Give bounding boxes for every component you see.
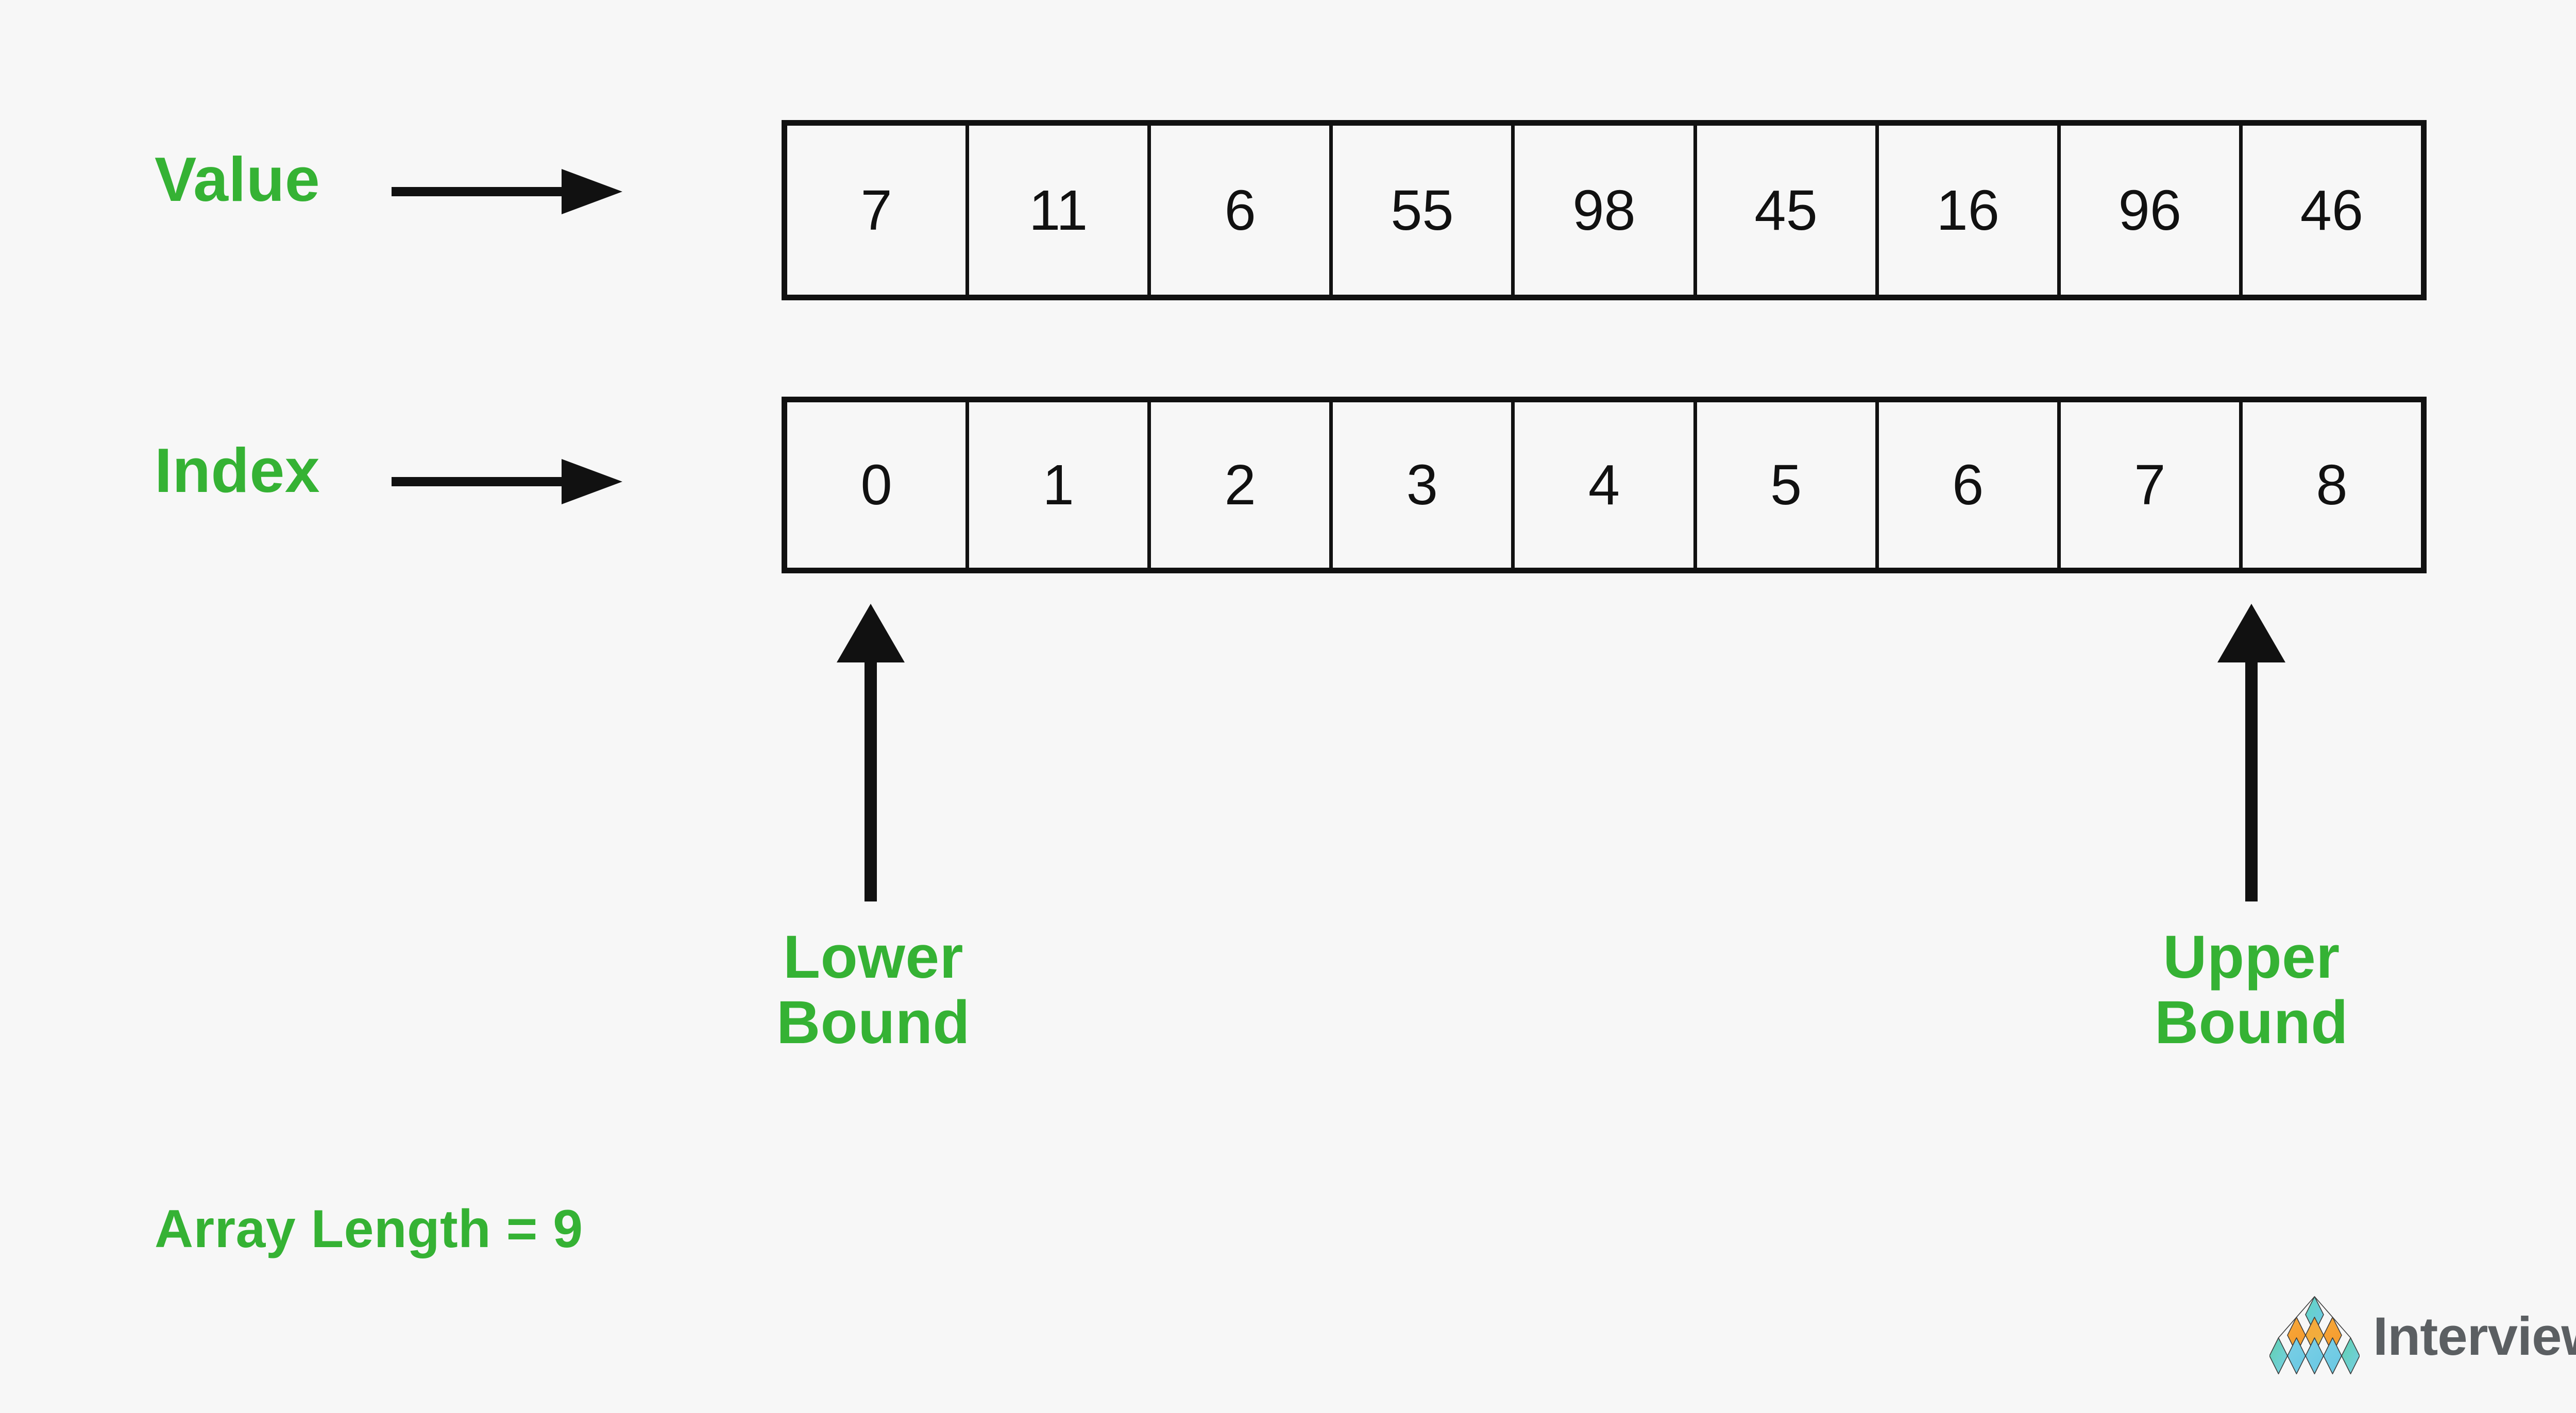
logo-wordmark: InterviewBit xyxy=(2373,1309,2576,1364)
index-cell-4[interactable]: 4 xyxy=(1515,402,1697,568)
index-cell-0[interactable]: 0 xyxy=(787,402,970,568)
value-cell-1[interactable]: 11 xyxy=(969,126,1151,295)
index-cell-7[interactable]: 7 xyxy=(2061,402,2243,568)
index-cell-3[interactable]: 3 xyxy=(1333,402,1515,568)
index-cell-5[interactable]: 5 xyxy=(1697,402,1879,568)
value-cell-7[interactable]: 96 xyxy=(2061,126,2243,295)
diamond-pyramid-icon xyxy=(2269,1296,2360,1374)
array-length-caption: Array Length = 9 xyxy=(155,1199,583,1259)
index-cell-8[interactable]: 8 xyxy=(2316,453,2348,517)
value-cell-0[interactable]: 7 xyxy=(787,126,970,295)
value-cell-3[interactable]: 55 xyxy=(1333,126,1515,295)
value-label: Value xyxy=(155,144,320,214)
index-array: 0 1 2 3 4 5 6 7 8 xyxy=(782,397,2427,573)
value-cell-6[interactable]: 16 xyxy=(1879,126,2061,295)
value-array: 7 11 6 55 98 45 16 96 46 xyxy=(782,120,2427,300)
value-arrow-right-icon xyxy=(392,169,622,214)
value-cell-8[interactable]: 46 xyxy=(2300,178,2364,242)
lower-bound-arrow-up-icon xyxy=(837,604,905,901)
value-cell-5[interactable]: 45 xyxy=(1697,126,1879,295)
index-label: Index xyxy=(155,435,320,505)
upper-bound-arrow-up-icon xyxy=(2217,604,2285,901)
index-arrow-right-icon xyxy=(392,459,622,504)
interviewbit-logo: InterviewBit xyxy=(2269,1294,2576,1379)
index-cell-6[interactable]: 6 xyxy=(1879,402,2061,568)
index-cell-1[interactable]: 1 xyxy=(969,402,1151,568)
upper-bound-label: Upper Bound xyxy=(2154,923,2349,1057)
lower-bound-label: Lower Bound xyxy=(776,923,971,1057)
value-cell-4[interactable]: 98 xyxy=(1515,126,1697,295)
index-cell-2[interactable]: 2 xyxy=(1151,402,1333,568)
value-cell-2[interactable]: 6 xyxy=(1151,126,1333,295)
logo-word-interview: Interview xyxy=(2373,1306,2576,1367)
